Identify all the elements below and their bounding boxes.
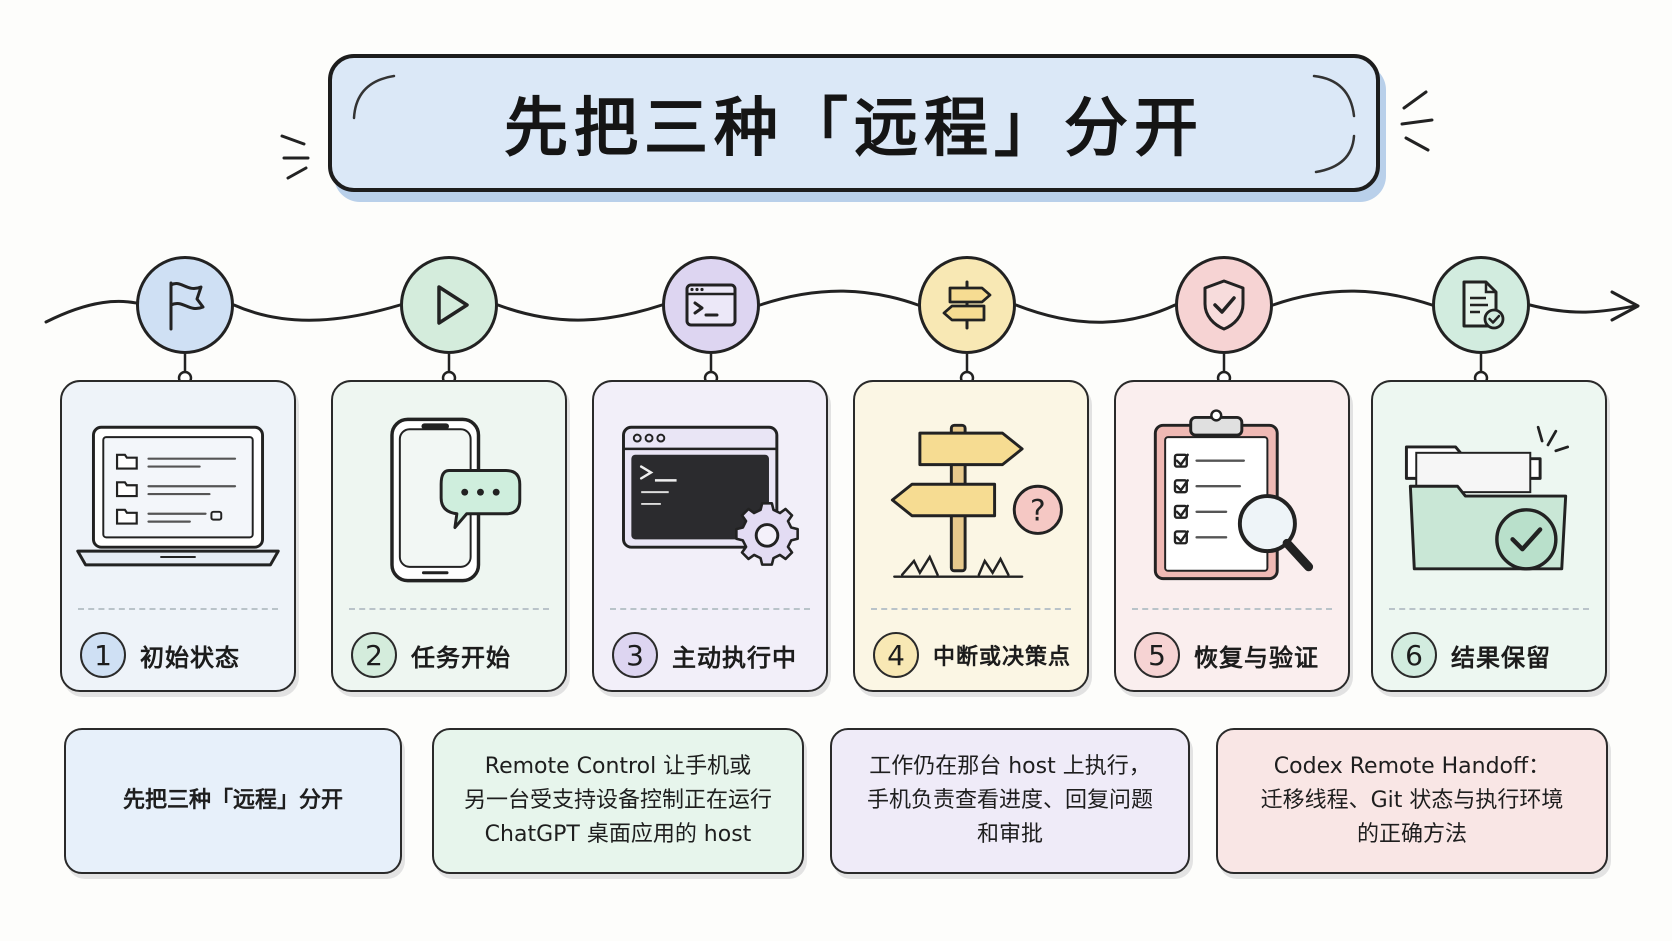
- step-label-row: 3 主动执行中: [612, 627, 816, 683]
- note-box-4: Codex Remote Handoff： 迁移线程、Git 状态与执行环境 的…: [1216, 728, 1608, 874]
- note-line: 先把三种「远程」分开: [122, 788, 343, 813]
- note-line: 手机负责查看进度、回复问题: [866, 788, 1153, 813]
- banner-corner-decoration: [1312, 74, 1356, 118]
- terminal-gear-illustration: [622, 425, 799, 566]
- note-line: 的正确方法: [1356, 822, 1467, 847]
- title-banner: 先把三种「远程」分开: [328, 54, 1380, 192]
- step-number-badge: 3: [612, 632, 658, 678]
- step-number-badge: 2: [351, 632, 397, 678]
- note-line: Codex Remote Handoff：: [1273, 754, 1551, 779]
- timeline-node-5: [1175, 256, 1273, 354]
- timeline-node-6: [1432, 256, 1530, 354]
- step-number-badge: 1: [80, 632, 126, 678]
- spark-lines-right: [1400, 90, 1434, 152]
- card-divider: [871, 608, 1071, 610]
- note-line: Remote Control 让手机或: [484, 754, 752, 779]
- step-label: 中断或决策点: [933, 645, 1072, 670]
- step-label: 任务开始: [411, 643, 511, 672]
- signpost-icon: [942, 280, 992, 330]
- step-card-2: 2 任务开始: [331, 380, 567, 692]
- card-divider: [1389, 608, 1589, 610]
- step-label-row: 5 恢复与验证: [1134, 627, 1338, 683]
- note-box-2: Remote Control 让手机或 另一台受支持设备控制正在运行 ChatG…: [432, 728, 804, 874]
- terminal-icon: [685, 283, 737, 327]
- step-label: 初始状态: [140, 643, 240, 672]
- step-card-3: 3 主动执行中: [592, 380, 828, 692]
- document-check-icon: [1462, 280, 1505, 330]
- banner-corner-decoration: [1314, 134, 1356, 174]
- laptop-illustration: [76, 425, 280, 567]
- timeline-line: [44, 289, 1640, 386]
- timeline-node-2: [400, 256, 498, 354]
- folder-check-illustration: [1404, 425, 1570, 571]
- note-line: ChatGPT 桌面应用的 host: [484, 822, 752, 847]
- card-divider: [610, 608, 810, 610]
- card-divider: [1132, 608, 1332, 610]
- timeline-node-3: [662, 256, 760, 354]
- step-card-1: 1 初始状态: [60, 380, 296, 692]
- flag-icon: [169, 281, 205, 331]
- step-label-row: 1 初始状态: [80, 627, 284, 683]
- note-text: 工作仍在那台 host 上执行， 手机负责查看进度、回复问题 和审批: [867, 750, 1153, 852]
- note-line: 工作仍在那台 host 上执行，: [869, 754, 1151, 779]
- step-label: 恢复与验证: [1194, 643, 1319, 672]
- phone-chat-illustration: [390, 417, 522, 583]
- step-label: 结果保留: [1451, 643, 1551, 672]
- note-box-3: 工作仍在那台 host 上执行， 手机负责查看进度、回复问题 和审批: [830, 728, 1190, 874]
- timeline-node-4: [918, 256, 1016, 354]
- step-number-badge: 6: [1391, 632, 1437, 678]
- step-label-row: 4 中断或决策点: [873, 627, 1077, 683]
- timeline-node-1: [136, 256, 234, 354]
- card-divider: [78, 608, 278, 610]
- step-number-badge: 5: [1134, 632, 1180, 678]
- page-title: 先把三种「远程」分开: [504, 92, 1204, 166]
- step-card-4: ? 4 中断或决策点: [853, 380, 1089, 692]
- note-text: Remote Control 让手机或 另一台受支持设备控制正在运行 ChatG…: [464, 750, 772, 852]
- step-label-row: 2 任务开始: [351, 627, 555, 683]
- play-icon: [437, 285, 469, 325]
- banner-corner-decoration: [352, 74, 396, 120]
- step-card-6: 6 结果保留: [1371, 380, 1607, 692]
- clipboard-magnifier-illustration: [1153, 409, 1314, 581]
- note-line: 迁移线程、Git 状态与执行环境: [1260, 788, 1564, 813]
- spark-lines-left: [280, 134, 310, 180]
- card-divider: [349, 608, 549, 610]
- signpost-question-illustration: ?: [890, 423, 1063, 578]
- note-text: Codex Remote Handoff： 迁移线程、Git 状态与执行环境 的…: [1261, 750, 1564, 852]
- note-box-1: 先把三种「远程」分开: [64, 728, 402, 874]
- svg-text:?: ?: [1030, 494, 1046, 528]
- note-line: 另一台受支持设备控制正在运行: [463, 788, 772, 813]
- note-text: 先把三种「远程」分开: [123, 784, 343, 818]
- step-label: 主动执行中: [672, 643, 797, 672]
- note-line: 和审批: [976, 822, 1043, 847]
- step-card-5: 5 恢复与验证: [1114, 380, 1350, 692]
- step-label-row: 6 结果保留: [1391, 627, 1595, 683]
- step-number-badge: 4: [873, 632, 919, 678]
- shield-check-icon: [1203, 279, 1245, 331]
